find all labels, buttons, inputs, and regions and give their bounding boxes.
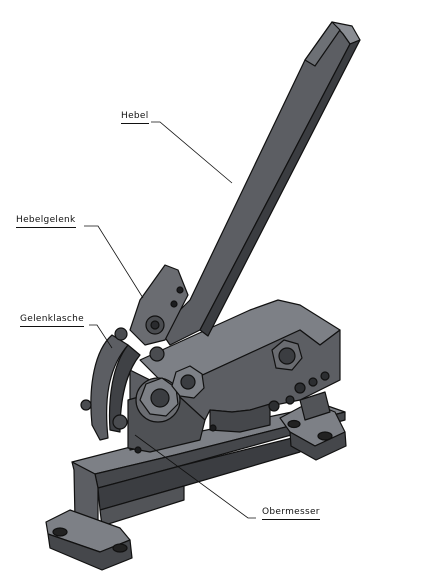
pivot-hub-bolt <box>278 347 296 365</box>
lever-joint-block <box>129 264 189 346</box>
link-upper-bolt <box>114 327 128 341</box>
frame-screw-4 <box>268 400 280 412</box>
lever-side-face <box>199 39 361 337</box>
left-foot-front <box>47 533 133 571</box>
link-plate-inner <box>108 344 141 433</box>
label-hebel: Hebel <box>121 111 149 124</box>
right-foot-hole-1 <box>317 431 333 441</box>
blade-screw-2 <box>134 446 142 454</box>
link-pin-lower <box>112 414 128 430</box>
label-obermesser: Obermesser <box>262 507 320 520</box>
frame-screw-3 <box>320 371 330 381</box>
hub-bolt-large <box>150 388 170 408</box>
right-foot-front <box>289 431 347 461</box>
frame-screw-1 <box>294 382 306 394</box>
leader-gelenklasche <box>89 324 113 349</box>
blade-screw <box>209 424 217 432</box>
lever-joint-hole-1 <box>176 286 184 294</box>
right-foot-hole-2 <box>287 419 301 429</box>
frame-screw-5 <box>285 395 295 405</box>
right-foot-riser <box>299 391 331 421</box>
leader-hebel <box>151 121 233 184</box>
leader-hebelgelenk <box>84 225 144 299</box>
lever-joint-pin-core <box>150 320 160 330</box>
label-gelenklasche: Gelenklasche <box>20 314 84 327</box>
left-foot-hole-2 <box>112 543 128 553</box>
label-hebelgelenk: Hebelgelenk <box>16 215 76 228</box>
leader-obermesser <box>134 434 256 519</box>
link-pin-upper <box>149 346 165 362</box>
left-foot-hole-1 <box>52 527 68 537</box>
link-pin-side <box>80 399 92 411</box>
lever-joint-hole-2 <box>170 300 178 308</box>
lever-grip-end <box>304 21 341 67</box>
frame-screw-2 <box>308 377 318 387</box>
lever-main <box>159 21 351 346</box>
link-plate <box>90 334 129 441</box>
hub-bolt-right <box>180 374 196 390</box>
